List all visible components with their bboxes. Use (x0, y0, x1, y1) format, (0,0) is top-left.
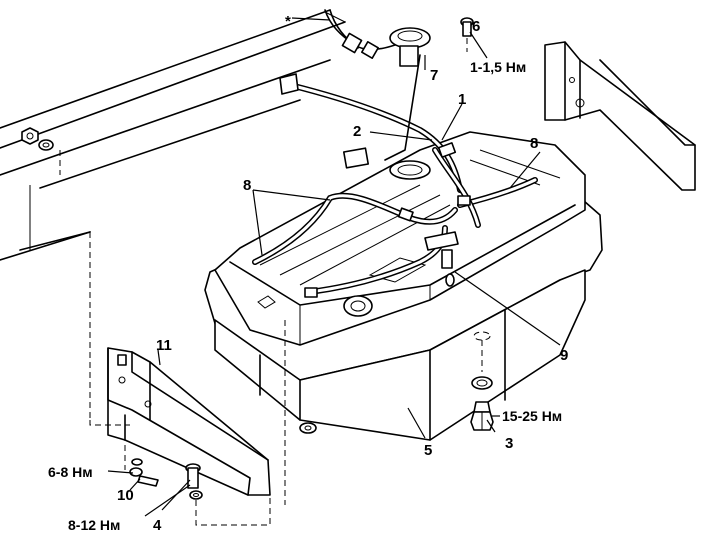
callout-2: 2 (353, 123, 361, 140)
callout-labels: * 6 7 1 2 8 8 9 11 3 5 10 4 (117, 13, 568, 534)
callout-6: 6 (472, 18, 480, 35)
fuel-tank (204, 131, 603, 441)
callout-9: 9 (560, 347, 568, 364)
drain-plug (470, 376, 494, 431)
bracket-fasteners (89, 320, 301, 526)
screw-6 (460, 17, 474, 52)
left-bracket (107, 347, 271, 496)
callout-4: 4 (153, 517, 162, 534)
fuel-hoses (252, 73, 538, 298)
callout-1: 1 (458, 91, 466, 108)
callout-asterisk: * (285, 13, 291, 30)
callout-8-left: 8 (243, 177, 251, 194)
vehicle-frame (0, 9, 346, 420)
callout-11: 11 (156, 337, 172, 354)
torque-drain-plug: 15-25 Нм (502, 408, 562, 424)
torque-labels: 1-1,5 Нм 15-25 Нм 6-8 Нм 8-12 Нм (48, 59, 562, 533)
fuel-level-sensor (324, 9, 431, 169)
callout-7: 7 (430, 67, 438, 84)
callout-3: 3 (505, 435, 513, 452)
torque-bolt-4: 8-12 Нм (68, 517, 120, 533)
tank-washer (299, 422, 317, 434)
leader-lines (107, 17, 561, 517)
frame-nuts (21, 127, 54, 151)
right-bracket (544, 41, 696, 191)
callout-10: 10 (117, 487, 134, 504)
callout-5: 5 (424, 442, 432, 459)
callout-8-right: 8 (530, 135, 538, 152)
torque-screw-6: 1-1,5 Нм (470, 59, 526, 75)
torque-bolt-10: 6-8 Нм (48, 464, 93, 480)
